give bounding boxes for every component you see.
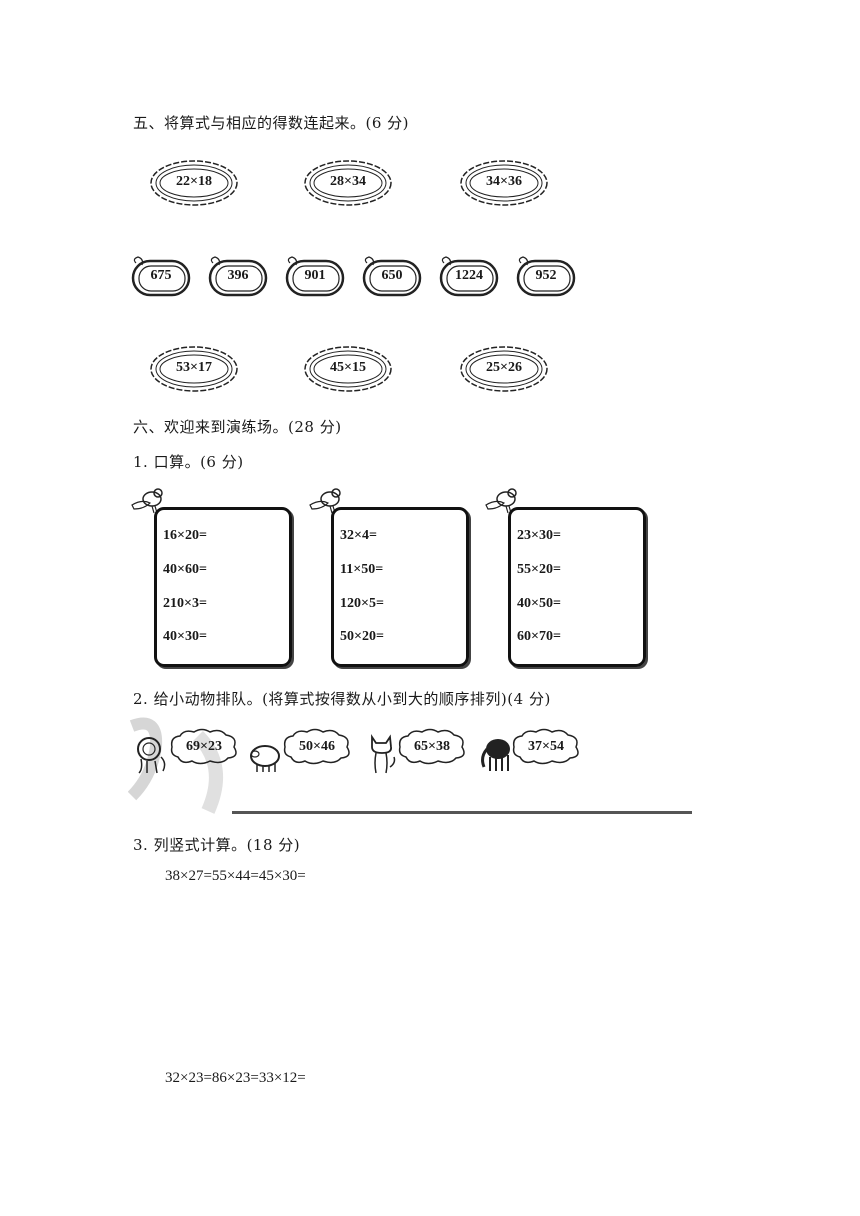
double-ring-bubble-icon xyxy=(362,256,422,297)
cloud-bubble-icon xyxy=(283,728,350,765)
q3-heading: 3. 列竖式计算。(18 分) xyxy=(133,836,301,854)
oral-calc-item: 23×30= xyxy=(517,528,561,543)
double-ring-bubble-icon xyxy=(439,256,499,297)
flower-expression: 22×18 xyxy=(148,158,240,208)
oral-calc-box: 32×4= 11×50= 120×5= 50×20= xyxy=(331,507,469,667)
flower-expression-text: 28×34 xyxy=(330,174,366,189)
flower-expression-text: 53×17 xyxy=(176,360,212,375)
q2-heading: 2. 给小动物排队。(将算式按得数从小到大的顺序排列)(4 分) xyxy=(133,690,551,708)
cloud-bubble-icon xyxy=(512,728,579,765)
oral-calc-box: 16×20= 40×60= 210×3= 40×30= xyxy=(154,507,292,667)
flower-expression: 25×26 xyxy=(458,344,550,394)
cloud-expression-text: 37×54 xyxy=(528,739,564,754)
vertical-calc-line-1: 38×27=55×44=45×30= xyxy=(165,868,306,884)
answer-bubble: 675 xyxy=(130,255,192,297)
double-ring-bubble-icon xyxy=(516,256,576,297)
watermark-decoration xyxy=(127,716,248,820)
expression-cloud: 37×54 xyxy=(510,727,582,767)
cloud-expression-text: 50×46 xyxy=(299,739,335,754)
oral-calc-box: 23×30= 55×20= 40×50= 60×70= xyxy=(508,507,646,667)
cloud-expression-text: 69×23 xyxy=(186,739,222,754)
answer-bubble-text: 650 xyxy=(381,268,403,283)
flower-expression-text: 34×36 xyxy=(486,174,522,189)
answer-bubble: 952 xyxy=(515,255,577,297)
oral-calc-item: 40×30= xyxy=(163,629,207,644)
flower-expression: 53×17 xyxy=(148,344,240,394)
section-5-heading: 五、将算式与相应的得数连起来。(6 分) xyxy=(133,114,410,132)
divider-line xyxy=(232,811,692,814)
answer-bubble: 901 xyxy=(284,255,346,297)
cloud-expression-text: 65×38 xyxy=(414,739,450,754)
scalloped-oval-icon xyxy=(150,160,238,206)
flower-expression-text: 22×18 xyxy=(176,174,212,189)
cloud-bubble-icon xyxy=(398,728,465,765)
oral-calc-item: 40×50= xyxy=(517,596,561,611)
double-ring-bubble-icon xyxy=(208,256,268,297)
oral-calc-item: 210×3= xyxy=(163,596,207,611)
flower-expression: 34×36 xyxy=(458,158,550,208)
answer-bubble-text: 952 xyxy=(535,268,557,283)
answer-bubble: 396 xyxy=(207,255,269,297)
answer-bubble-text: 901 xyxy=(304,268,326,283)
oral-calc-item: 60×70= xyxy=(517,629,561,644)
section-6-heading: 六、欢迎来到演练场。(28 分) xyxy=(133,418,342,436)
expression-cloud: 50×46 xyxy=(281,727,353,767)
answer-bubble-text: 675 xyxy=(150,268,172,283)
scalloped-oval-icon xyxy=(460,160,548,206)
lion-icon xyxy=(133,735,169,779)
oral-calc-item: 16×20= xyxy=(163,528,207,543)
scalloped-oval-icon xyxy=(150,346,238,392)
answer-bubble: 650 xyxy=(361,255,423,297)
q1-heading: 1. 口算。(6 分) xyxy=(133,453,244,471)
expression-cloud: 69×23 xyxy=(168,727,240,767)
scalloped-oval-icon xyxy=(304,346,392,392)
flower-expression-text: 45×15 xyxy=(330,360,366,375)
oral-calc-item: 11×50= xyxy=(340,562,384,577)
cloud-bubble-icon xyxy=(170,728,237,765)
expression-cloud: 65×38 xyxy=(396,727,468,767)
oral-calc-item: 55×20= xyxy=(517,562,561,577)
double-ring-bubble-icon xyxy=(131,256,191,297)
flower-expression-text: 25×26 xyxy=(486,360,522,375)
oral-calc-item: 32×4= xyxy=(340,528,377,543)
answer-bubble-text: 1224 xyxy=(455,268,483,283)
oral-calc-item: 120×5= xyxy=(340,596,384,611)
bird-icon xyxy=(130,485,168,519)
vertical-calc-line-2: 32×23=86×23=33×12= xyxy=(165,1070,306,1086)
oral-calc-item: 40×60= xyxy=(163,562,207,577)
flower-expression: 28×34 xyxy=(302,158,394,208)
answer-bubble-text: 396 xyxy=(227,268,249,283)
bird-icon xyxy=(484,485,522,519)
flower-expression: 45×15 xyxy=(302,344,394,394)
double-ring-bubble-icon xyxy=(285,256,345,297)
scalloped-oval-icon xyxy=(460,346,548,392)
pig-icon xyxy=(247,740,283,778)
scalloped-oval-icon xyxy=(304,160,392,206)
cat-icon xyxy=(366,733,398,779)
elephant-icon xyxy=(478,735,514,777)
answer-bubble: 1224 xyxy=(438,255,500,297)
oral-calc-item: 50×20= xyxy=(340,629,384,644)
